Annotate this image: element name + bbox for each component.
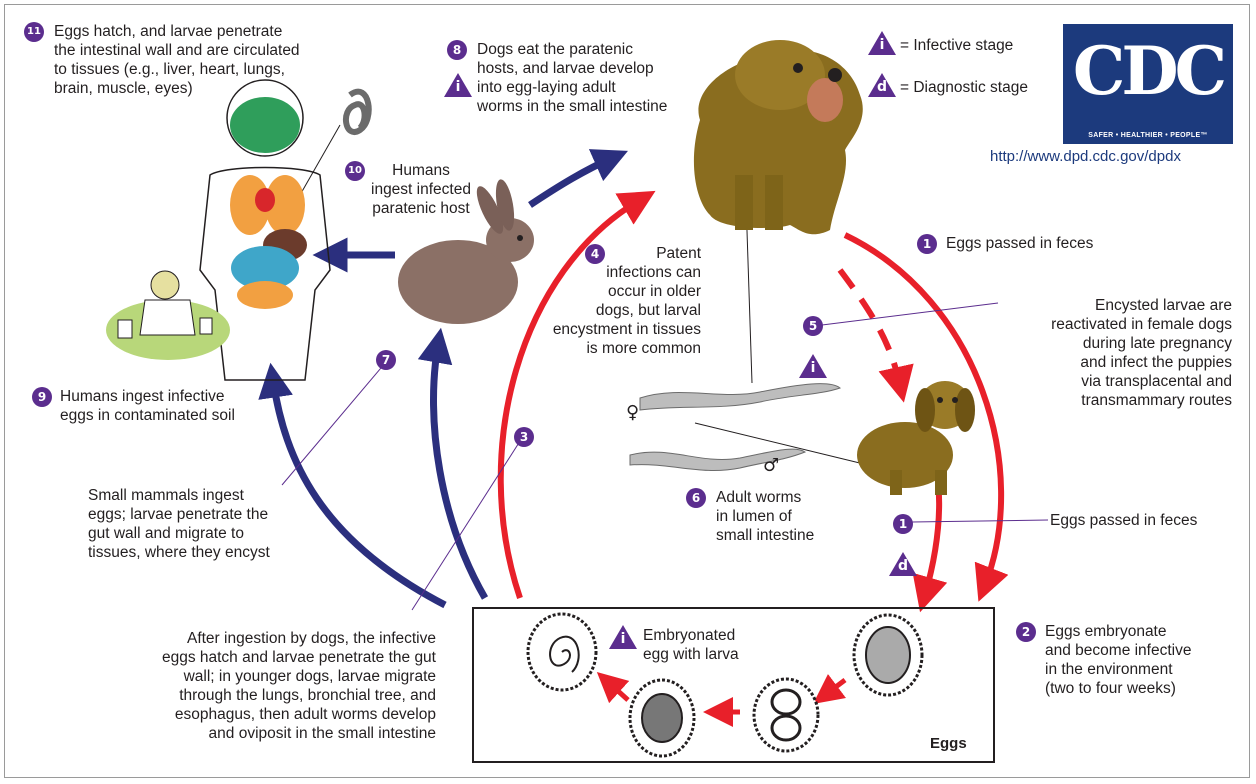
diagnostic-symbol: d [867,79,897,95]
step-3-badge: 3 [514,427,534,447]
cdc-logo-tagline: SAFER • HEALTHIER • PEOPLE™ [1063,132,1233,139]
legend-infective: = Infective stage [900,36,1013,55]
arrow-eggs-to-rabbit [433,345,485,598]
step-7-text: Small mammals ingest eggs; larvae penetr… [88,486,270,562]
cdc-logo-letters: CDC [1063,32,1233,110]
step-7-badge: 7 [376,350,396,370]
step-5-text: Encysted larvae are reactivated in femal… [1000,296,1232,410]
step-1b-text: Eggs passed in feces [1050,511,1197,530]
female-symbol: ♀ [626,403,639,422]
cdc-url-link[interactable]: http://www.dpd.cdc.gov/dpdx [990,148,1181,165]
step-3-text: After ingestion by dogs, the infective e… [114,629,436,743]
legend-diagnostic: = Diagnostic stage [900,78,1028,97]
step-10-text: Humans ingest infected paratenic host [371,161,471,218]
step-11-text: Eggs hatch, and larvae penetrate the int… [54,22,300,98]
step-5-infective-symbol: i [798,360,828,376]
step-10-badge: 10 [345,161,365,181]
adult-worm-female [640,384,840,410]
arrow-eggs-to-human [273,380,445,605]
cdc-logo: CDC SAFER • HEALTHIER • PEOPLE™ [1063,24,1233,144]
infective-symbol: i [867,37,897,53]
step-2-text: Eggs embryonate and become infective in … [1045,622,1191,698]
diagnostic-stage-marker-symbol: d [888,558,918,574]
step-8-text: Dogs eat the paratenic hosts, and larvae… [477,40,667,116]
step-1a-badge: 1 [917,234,937,254]
arrow-transplacental [840,270,900,385]
male-symbol: ♂ [763,456,779,475]
step-6-text: Adult worms in lumen of small intestine [716,488,814,545]
eggs-panel-title: Eggs [930,735,967,752]
step-1b-badge: 1 [893,514,913,534]
arrow-puppy-feces [925,480,939,595]
step-9-text: Humans ingest infective eggs in contamin… [60,387,235,425]
step-8-badge: 8 [447,40,467,60]
embryonated-egg-label: Embryonated egg with larva [643,626,739,664]
step-11-badge: 11 [24,22,44,42]
adult-dog [694,40,863,234]
puppy [857,381,975,495]
step-5-badge: 5 [803,316,823,336]
larva-coil [346,92,369,132]
step-6-badge: 6 [686,488,706,508]
embryonated-infective-symbol: i [608,631,638,647]
step-4-text: Patent infections can occur in older dog… [531,244,701,358]
arrow-rabbit-to-dog [530,158,612,205]
step-8-infective-symbol: i [443,79,473,95]
step-1a-text: Eggs passed in feces [946,234,1093,253]
step-9-badge: 9 [32,387,52,407]
step-2-badge: 2 [1016,622,1036,642]
